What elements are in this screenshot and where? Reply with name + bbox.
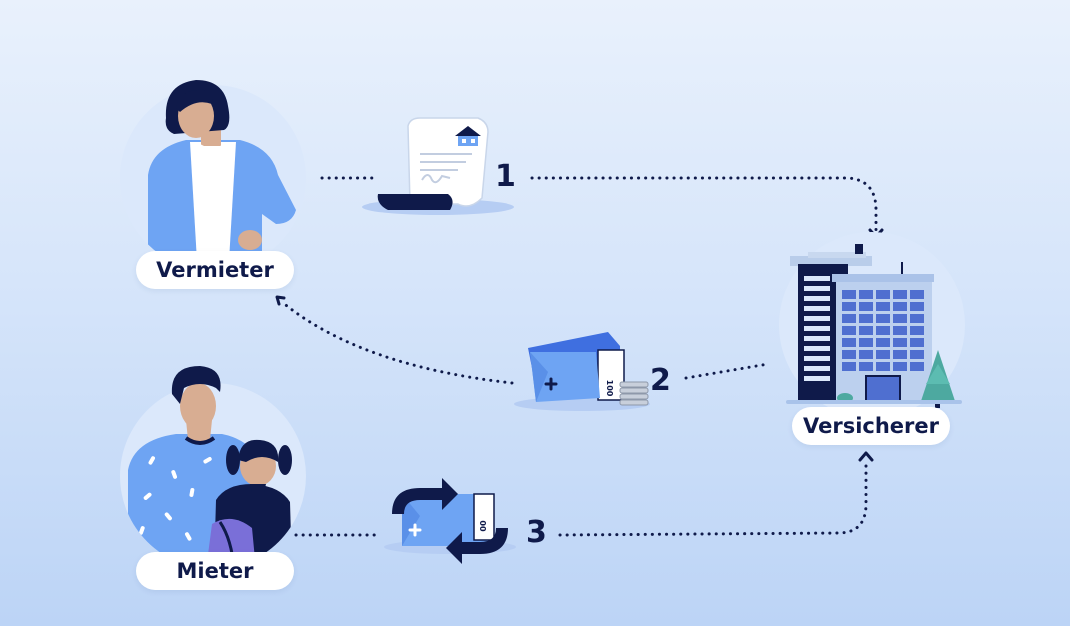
connector-versicherer-deposit xyxy=(684,362,770,380)
building-window xyxy=(910,302,924,311)
vermieter-avatar xyxy=(120,80,306,271)
building-window xyxy=(859,302,873,311)
building-window xyxy=(842,350,856,359)
building-window xyxy=(842,338,856,347)
building-window xyxy=(893,326,907,335)
building-window xyxy=(859,314,873,323)
building-window xyxy=(893,302,907,311)
building-window xyxy=(910,338,924,347)
versicherer-building xyxy=(779,232,965,418)
building-window xyxy=(859,350,873,359)
building-window xyxy=(893,350,907,359)
deposit-return-icon: 00 xyxy=(384,478,516,564)
building-window xyxy=(893,338,907,347)
building-window xyxy=(876,314,890,323)
money-envelope-icon: 100 xyxy=(514,332,650,411)
mieter-avatar xyxy=(120,366,306,569)
building-window xyxy=(876,302,890,311)
connector-refund-versicherer xyxy=(558,460,868,537)
building-window xyxy=(859,290,873,299)
building-window xyxy=(910,290,924,299)
building-window xyxy=(910,362,924,371)
building-window xyxy=(910,326,924,335)
building-window xyxy=(859,326,873,335)
building-window xyxy=(910,350,924,359)
mieter-label: Mieter xyxy=(136,552,294,590)
building-window xyxy=(859,362,873,371)
building-window xyxy=(842,314,856,323)
building-window xyxy=(876,362,890,371)
svg-text:00: 00 xyxy=(478,520,487,532)
building-window xyxy=(893,314,907,323)
building-window xyxy=(876,350,890,359)
arrowhead-up-icon xyxy=(858,451,874,462)
connector-contract-versicherer xyxy=(530,176,878,234)
contract-document-icon xyxy=(362,117,514,215)
step-number-2: 2 xyxy=(650,363,671,398)
building-window xyxy=(842,326,856,335)
building-window xyxy=(910,314,924,323)
building-window xyxy=(893,290,907,299)
versicherer-label: Versicherer xyxy=(792,407,950,445)
building-window xyxy=(842,302,856,311)
building-window xyxy=(876,326,890,335)
vermieter-label: Vermieter xyxy=(136,251,294,289)
building-window xyxy=(893,362,907,371)
svg-text:100: 100 xyxy=(605,380,614,397)
connector-deposit-vermieter xyxy=(280,300,514,385)
step-number-1: 1 xyxy=(495,159,516,194)
building-window xyxy=(876,290,890,299)
building-window xyxy=(859,338,873,347)
building-window xyxy=(876,338,890,347)
building-window xyxy=(842,362,856,371)
arrowhead-left-up-icon xyxy=(275,295,286,306)
building-window xyxy=(842,290,856,299)
step-number-3: 3 xyxy=(526,515,547,550)
